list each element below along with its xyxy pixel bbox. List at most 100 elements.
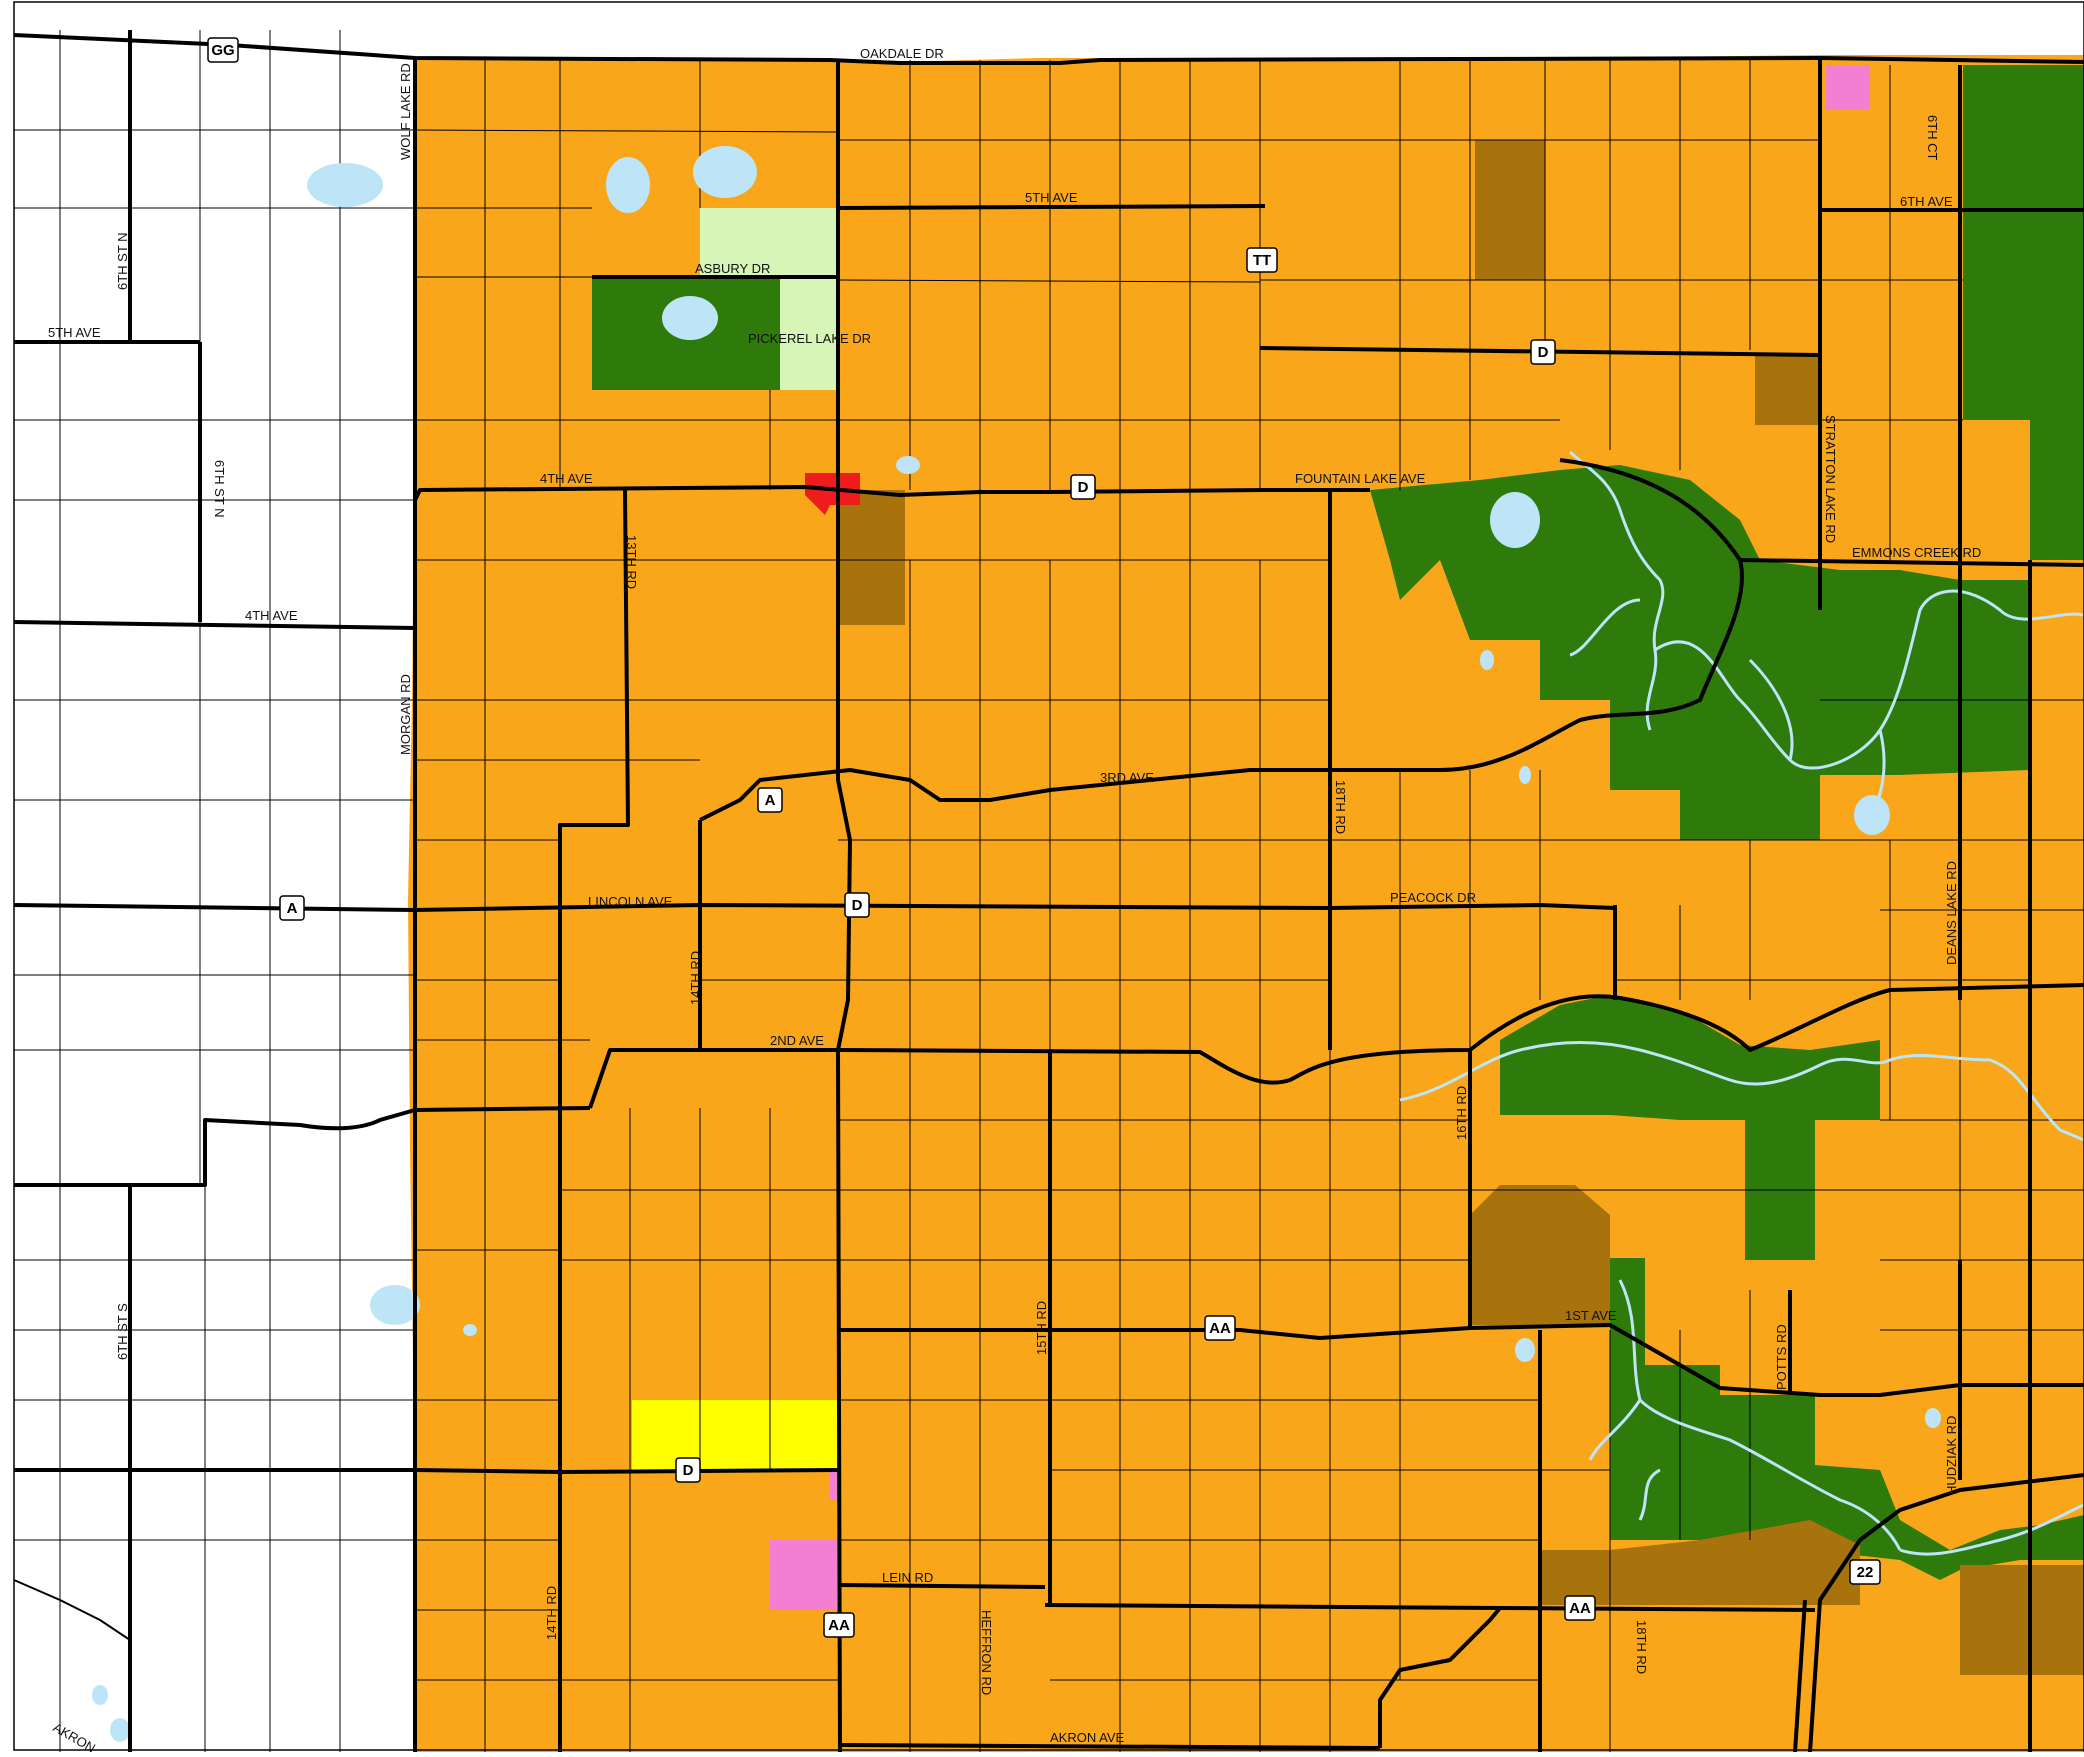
residential-area (632, 1400, 840, 1470)
label-peacock-dr: PEACOCK DR (1390, 890, 1476, 905)
south-creek (1588, 1279, 2084, 1556)
road-aa-curve (1378, 1606, 1502, 1748)
lake (1519, 766, 1531, 784)
lake (606, 157, 650, 213)
streams-layer (1399, 450, 2084, 1556)
label-6th-st-s: 6TH ST S (115, 1303, 130, 1360)
label-6th-st-n-top: 6TH ST N (115, 232, 130, 290)
label-5th-ave-east: 5TH AVE (1025, 190, 1078, 205)
route-shield-d-south: D (675, 1457, 701, 1483)
route-shield-text: A (287, 900, 298, 917)
label-morgan-rd: MORGAN RD (398, 674, 413, 755)
extraction-area-5 (1540, 1520, 1860, 1605)
road-1st-ave (840, 1323, 2084, 1397)
lake (1490, 492, 1540, 548)
route-shield-box (844, 892, 870, 918)
land-use-layer (408, 55, 2084, 1752)
conservation-area-east-upper (1963, 210, 2084, 560)
label-deans-lake-rd: DEANS LAKE RD (1944, 861, 1959, 965)
route-shield-text: AA (1209, 1320, 1231, 1337)
label-3rd-ave: 3RD AVE (1100, 770, 1154, 785)
road-4th-ave-west (13, 620, 416, 630)
route-shield-box (1204, 1315, 1236, 1341)
label-1st-ave: 1ST AVE (1565, 1308, 1617, 1323)
route-shield-text: TT (1253, 252, 1271, 269)
route-shield-text: D (1538, 344, 1549, 361)
label-16th-rd: 16TH RD (1454, 1086, 1469, 1140)
route-shield-hwy-22: 22 (1849, 1559, 1881, 1585)
institutional-area-north (1825, 65, 1870, 110)
route-shield-box (207, 37, 239, 63)
conservation-area-northeast (1963, 65, 2084, 210)
extraction-area-2 (1755, 355, 1820, 425)
extraction-area-1 (1475, 140, 1545, 280)
road-d-vertical (836, 60, 852, 1753)
route-shield-box (1849, 1559, 1881, 1585)
label-akron-ave: AKRON AVE (1050, 1730, 1125, 1745)
lake (92, 1685, 108, 1705)
route-shield-a-mid: A (757, 787, 783, 813)
lake (370, 1285, 420, 1325)
road-akron (839, 1743, 1381, 1750)
peacock-creek (1399, 1041, 2084, 1142)
label-14th-rd-north: 14TH RD (688, 951, 703, 1005)
road-north-boundary (13, 33, 2084, 65)
route-shield-text: 22 (1857, 1564, 1874, 1581)
route-shield-aa-mid: AA (1204, 1315, 1236, 1341)
label-13th-rd: 13TH RD (624, 535, 639, 589)
label-heffron-rd: HEFFRON RD (979, 1610, 994, 1695)
route-shield-a-west: A (279, 895, 305, 921)
label-lincoln-ave: LINCOLN AVE (588, 894, 673, 909)
conservation-area-peacock (1500, 995, 1880, 1260)
route-shield-text: D (852, 897, 863, 914)
label-2nd-ave: 2ND AVE (770, 1033, 824, 1048)
road-d-south (14, 1468, 841, 1474)
road-5th-ave-east (837, 204, 1266, 210)
extraction-area-3 (840, 490, 905, 625)
route-shield-text: D (683, 1462, 694, 1479)
open-space-asbury (700, 208, 840, 390)
route-shield-d-mid: D (1070, 474, 1096, 500)
label-wolf-lake-rd: WOLF LAKE RD (398, 63, 413, 160)
lake (662, 296, 718, 340)
label-potts-rd: POTTS RD (1774, 1324, 1789, 1390)
label-4th-ave-east: 4TH AVE (540, 471, 593, 486)
road-14th-north (558, 489, 630, 1108)
route-shield-d-north: D (1530, 339, 1556, 365)
route-shield-box (675, 1457, 701, 1483)
lake (1515, 1338, 1535, 1362)
label-6th-st-n-mid: 6TH ST N (212, 460, 227, 518)
route-shield-text: GG (211, 42, 234, 59)
road-fountain-curve (1330, 458, 1744, 772)
commercial-area (805, 473, 860, 515)
route-shield-aa-south: AA (823, 1612, 855, 1638)
lake (307, 163, 383, 207)
route-shield-aa-east: AA (1564, 1595, 1596, 1621)
route-shield-box (279, 895, 305, 921)
road-lincoln-ave (13, 903, 1616, 912)
label-6th-ct: 6TH CT (1925, 115, 1940, 161)
label-4th-ave-west: 4TH AVE (245, 608, 298, 623)
route-shield-box (1564, 1595, 1596, 1621)
road-2nd-ave (588, 983, 2084, 1109)
label-14th-rd-south: 14TH RD (544, 1586, 559, 1640)
label-18th-rd-south: 18TH RD (1634, 1620, 1649, 1674)
label-5th-ave-west: 5TH AVE (48, 325, 101, 340)
road-hwy-22-b (1793, 1599, 1807, 1753)
label-emmons-creek-rd: EMMONS CREEK RD (1852, 545, 1981, 560)
label-6th-ave: 6TH AVE (1900, 194, 1953, 209)
emmons-creek (1568, 450, 2084, 821)
label-lein-rd: LEIN RD (882, 1570, 933, 1585)
extraction-area-4 (1470, 1185, 1610, 1325)
route-shield-box (1070, 474, 1096, 500)
label-hudziak-rd: HUDZIAK RD (1944, 1416, 1959, 1495)
lake (1480, 650, 1494, 670)
road-sw-diagonal (13, 1579, 131, 1641)
parcel-lines (14, 30, 2084, 1752)
route-shield-box (1246, 247, 1278, 273)
institutional-area-south (770, 1540, 840, 1610)
road-hwy-22 (1808, 1473, 2084, 1753)
